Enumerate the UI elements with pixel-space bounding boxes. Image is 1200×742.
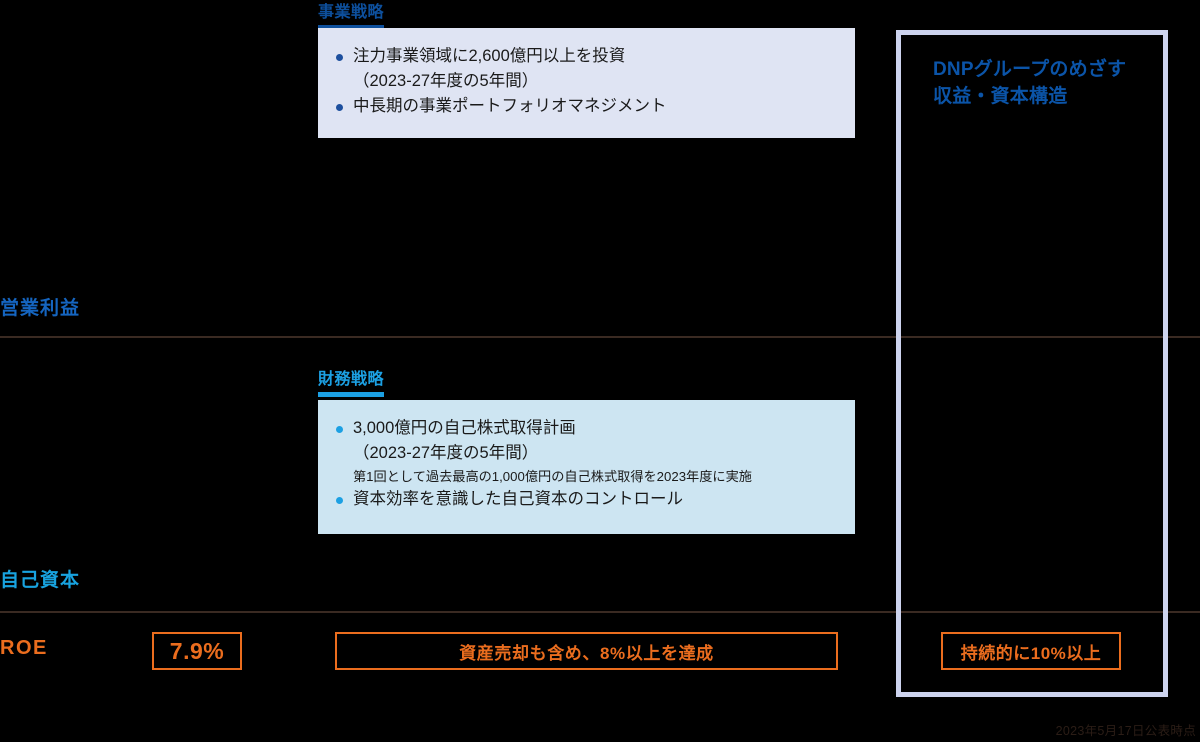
axis-label-operating-profit: 営業利益 <box>0 298 81 319</box>
business-strategy-header: 事業戦略 <box>318 0 385 33</box>
list-item: 中長期の事業ポートフォリオマネジメント <box>334 94 837 119</box>
financial-strategy-list: 3,000億円の自己株式取得計画 （2023-27年度の5年間） 第1回として過… <box>334 416 837 512</box>
list-item: 資本効率を意識した自己資本のコントロール <box>334 487 837 512</box>
business-strategy-header-underline <box>318 25 385 30</box>
roe-mid-term-target: 資産売却も含め、8%以上を達成 <box>335 632 838 670</box>
footnote: 2023年5月17日公表時点 <box>1055 724 1196 738</box>
list-item: 3,000億円の自己株式取得計画 （2023-27年度の5年間） <box>334 416 837 466</box>
financial-strategy-header-underline <box>318 392 385 397</box>
list-item: 注力事業領域に2,600億円以上を投資 （2023-27年度の5年間） <box>334 44 837 94</box>
operating-profit-divider <box>0 336 1200 338</box>
target-structure-title: DNPグループのめざす 収益・資本構造 <box>933 59 1127 107</box>
roe-current-value: 7.9% <box>152 632 242 670</box>
axis-label-roe: ROE <box>0 637 48 659</box>
axis-label-equity: 自己資本 <box>0 570 81 591</box>
business-strategy-header-label: 事業戦略 <box>318 4 385 21</box>
equity-divider <box>0 611 1200 613</box>
financial-strategy-box: 3,000億円の自己株式取得計画 （2023-27年度の5年間） 第1回として過… <box>318 400 855 534</box>
business-strategy-list: 注力事業領域に2,600億円以上を投資 （2023-27年度の5年間） 中長期の… <box>334 44 837 119</box>
target-structure-panel: DNPグループのめざす 収益・資本構造 <box>896 30 1168 697</box>
financial-strategy-header-label: 財務戦略 <box>318 371 385 388</box>
financial-strategy-header: 財務戦略 <box>318 365 385 400</box>
roe-long-term-target: 持続的に10%以上 <box>941 632 1121 670</box>
business-strategy-box: 注力事業領域に2,600億円以上を投資 （2023-27年度の5年間） 中長期の… <box>318 28 855 138</box>
financial-strategy-subnote: 第1回として過去最高の1,000億円の自己株式取得を2023年度に実施 <box>353 469 752 485</box>
